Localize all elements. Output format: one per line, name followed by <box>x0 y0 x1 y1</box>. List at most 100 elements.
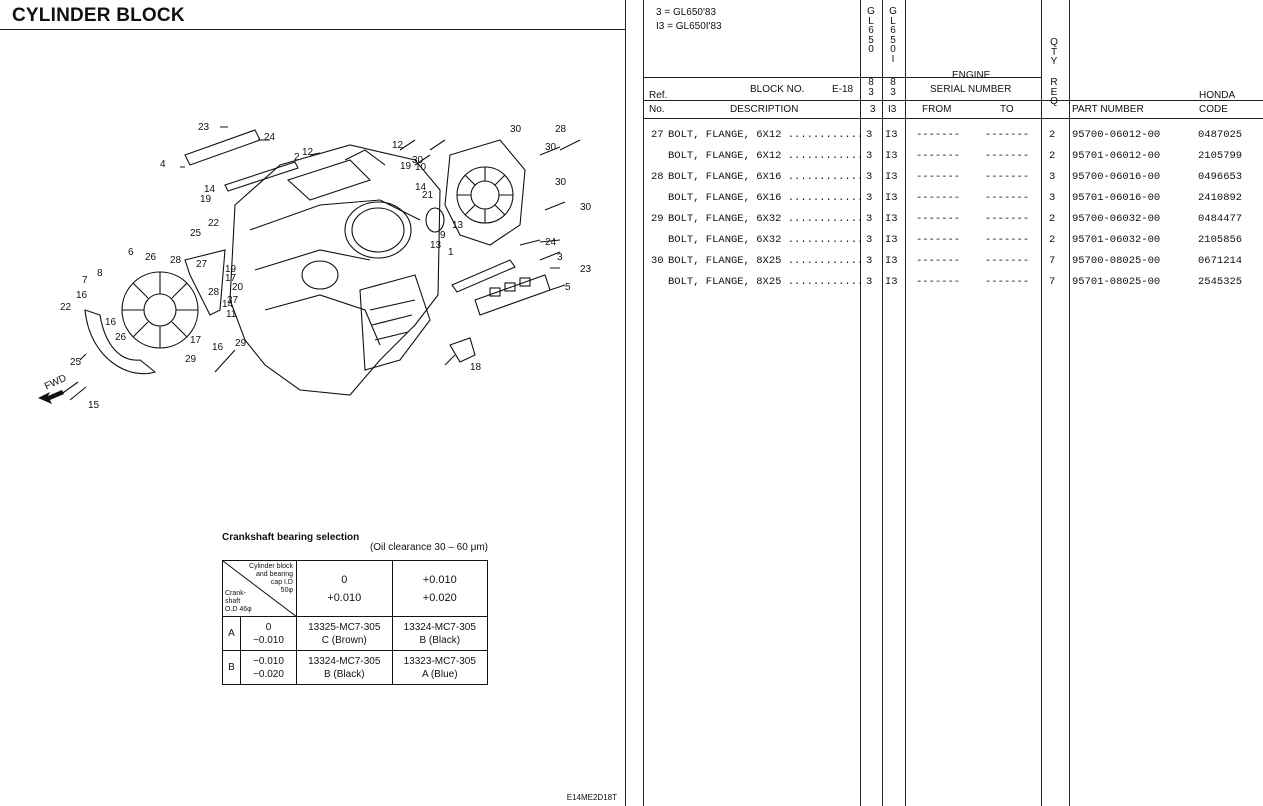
column-header: 0 +0.010 <box>296 560 393 617</box>
selection-subheading: (Oil clearance 30 – 60 μm) <box>369 542 488 553</box>
vertical-char: G <box>867 6 875 17</box>
callout-number: 23 <box>198 122 210 133</box>
header-rule <box>644 77 1041 78</box>
callout-number: 13 <box>452 220 464 231</box>
callout-number: 6 <box>128 247 134 258</box>
fwd-arrow: FWD <box>38 373 68 404</box>
callout-number: 4 <box>160 159 166 170</box>
callout-number: 12 <box>302 147 314 158</box>
callout-number: 19 <box>400 161 412 172</box>
ref-header: Ref. <box>649 90 668 101</box>
callout-number: 30 <box>555 177 567 188</box>
callout-number: 11 <box>226 309 237 320</box>
rear-cover <box>444 139 526 246</box>
table-corner-cell: Cylinder block and bearing cap I.D 50φ C… <box>222 560 297 617</box>
vertical-char: I <box>891 53 895 65</box>
to-header: TO <box>1000 104 1014 115</box>
column-header: +0.010 +0.020 <box>391 560 488 617</box>
callout-number: 17 <box>190 335 202 346</box>
code-header: CODE <box>1199 104 1228 115</box>
callout-number: 7 <box>82 275 88 286</box>
callout-number: 8 <box>97 268 103 279</box>
vertical-char: 0 <box>868 44 874 55</box>
column-rule <box>1069 0 1070 806</box>
callout-number: 30 <box>580 202 592 213</box>
bearing-cell: 13324-MC7-305 B (Black) <box>296 650 393 685</box>
callout-number: 26 <box>145 252 157 263</box>
bearing-selection-table: Cylinder block and bearing cap I.D 50φ C… <box>222 560 488 685</box>
bearing-cell: 13323-MC7-305 A (Blue) <box>391 650 488 685</box>
block-no-label: BLOCK NO. <box>750 84 805 95</box>
callout-number: 27 <box>227 295 239 306</box>
vertical-char: 0 <box>890 44 896 55</box>
callout-number: 13 <box>430 240 442 251</box>
callout-number: 16 <box>212 342 224 353</box>
corner-text: 50φ <box>280 587 293 594</box>
callout-number: 24 <box>545 237 557 248</box>
vertical-char: Y <box>1050 56 1058 67</box>
footer-code: E14ME2D18T <box>566 793 617 802</box>
corner-text: and bearing <box>256 571 293 578</box>
callout-number: 25 <box>70 357 82 368</box>
legend-line: 3 = GL650'83 <box>656 7 717 18</box>
callout-number: 30 <box>412 155 424 166</box>
legend-line: I3 = GL650I'83 <box>656 21 722 32</box>
vertical-char: 6 <box>890 25 896 36</box>
callout-number: 19 <box>200 194 212 205</box>
callout-number: 2 <box>294 152 300 163</box>
vertical-char: 8 <box>890 77 896 88</box>
row-label: A <box>222 616 241 651</box>
part-number-header: PART NUMBER <box>1072 104 1144 115</box>
shield-plate <box>84 309 157 375</box>
page-title: CYLINDER BLOCK <box>12 5 185 26</box>
callout-number: 30 <box>510 124 522 135</box>
callout-number: 17 <box>225 273 237 284</box>
vertical-char: T <box>1050 46 1058 58</box>
title-bar: CYLINDER BLOCK <box>0 0 625 30</box>
vertical-char: 3 <box>890 86 896 98</box>
bearing-selection-chart: Crankshaft bearing selection (Oil cleara… <box>222 532 492 685</box>
callout-number: 29 <box>185 354 197 365</box>
callout-number: 29 <box>235 338 247 349</box>
description-header: DESCRIPTION <box>730 104 799 115</box>
column-rule <box>860 0 861 806</box>
callout-number: 14 <box>204 184 216 195</box>
callout-number: 14 <box>415 182 427 193</box>
from-header: FROM <box>922 104 952 115</box>
cylinder-bore <box>344 201 412 259</box>
vertical-char: 6 <box>868 25 874 36</box>
corner-text: shaft <box>225 598 241 605</box>
vertical-char: Q <box>1050 37 1058 48</box>
column-rule <box>882 0 883 806</box>
row-range: −0.010 −0.020 <box>240 650 297 685</box>
callout-number: 23 <box>580 264 592 275</box>
column-rule <box>905 0 906 806</box>
fwd-label: FWD <box>43 373 68 393</box>
callout-number: 20 <box>232 282 244 293</box>
callout-number: 24 <box>264 132 276 143</box>
callout-number: 25 <box>190 228 202 239</box>
row-label: B <box>222 650 241 685</box>
callout-number: 9 <box>440 230 446 241</box>
bearing-cell: 13325-MC7-305 C (Brown) <box>296 616 393 651</box>
selection-heading: Crankshaft bearing selection <box>222 532 360 543</box>
vertical-char: R <box>1050 77 1058 88</box>
callout-number: 28 <box>170 255 182 266</box>
callout-number: 16 <box>76 290 88 301</box>
